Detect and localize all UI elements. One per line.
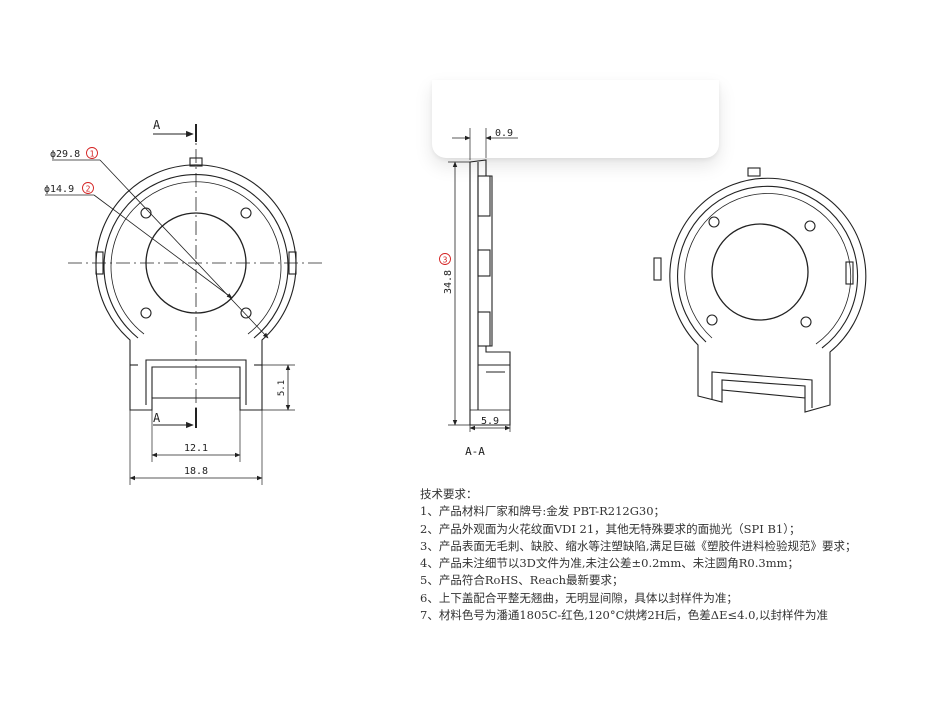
section-mark-top: A xyxy=(153,118,161,132)
section-boss-1 xyxy=(477,175,491,217)
leader-dia-outer-2 xyxy=(99,159,269,339)
dim-overall-width: 18.8 xyxy=(184,466,208,477)
dia-inner-label: ϕ14.9 xyxy=(44,184,74,195)
dia-inner-ref-circle xyxy=(82,182,94,194)
notes-item-7: 7、材料色号为潘通1805C-红色,120°C烘烤2H后，色差ΔE≤4.0,以封… xyxy=(420,608,829,623)
technical-requirements: 技术要求： 1、产品材料厂家和牌号:金发 PBT-R212G30； 2、产品外观… xyxy=(420,486,920,624)
section-view xyxy=(448,128,518,432)
front-center-window xyxy=(145,212,247,314)
dia-inner-ref: 2 xyxy=(86,185,91,194)
iso-hole-3 xyxy=(706,314,718,326)
front-notch-right xyxy=(288,251,297,275)
dim-height-ref: 3 xyxy=(443,256,448,265)
iso-view xyxy=(653,167,867,413)
dim-height-aa: 34.8 xyxy=(443,270,454,294)
notes-item-5: 5、产品符合RoHS、Reach最新要求； xyxy=(420,573,624,588)
iso-notch-left xyxy=(653,257,662,281)
front-tab-inner-2 xyxy=(151,366,241,398)
iso-rim-inner xyxy=(677,185,859,349)
front-hole-3 xyxy=(140,307,152,319)
front-notch-top xyxy=(189,157,203,167)
iso-center-window xyxy=(711,223,809,321)
iso-tab-inner-2 xyxy=(721,379,806,398)
dim-tab-height: 5.1 xyxy=(277,380,287,396)
front-view xyxy=(45,124,325,485)
front-hole-2 xyxy=(240,207,252,219)
iso-hole-1 xyxy=(708,216,720,228)
leader-dia-inner-2 xyxy=(93,194,233,299)
section-view-label: A-A xyxy=(465,445,485,458)
iso-hole-2 xyxy=(804,220,816,232)
front-hole-4 xyxy=(240,307,252,319)
dia-outer-label: ϕ29.8 xyxy=(50,149,80,160)
notes-item-3: 3、产品表面无毛刺、缺胶、缩水等注塑缺陷,满足巨磁《塑胶件进料检验规范》要求； xyxy=(420,538,857,553)
front-notch-left xyxy=(95,251,104,275)
iso-rim-inner-2 xyxy=(684,193,852,345)
iso-hole-4 xyxy=(800,316,812,328)
notes-item-1: 1、产品材料厂家和牌号:金发 PBT-R212G30； xyxy=(420,504,666,519)
section-bottom-hatch xyxy=(469,409,511,426)
iso-outer-outline xyxy=(669,177,867,413)
iso-notch-top xyxy=(747,167,761,177)
notes-title: 技术要求： xyxy=(420,487,478,501)
notes-item-4: 4、产品未注细节以3D文件为准,未注公差±0.2mm、未注圆角R0.3mm； xyxy=(420,556,799,571)
section-boss-3 xyxy=(477,311,491,347)
front-rim-inner-2 xyxy=(110,181,282,335)
notes-item-2: 2、产品外观面为火花纹面VDI 21，其他无特殊要求的面抛光（SPI B1）； xyxy=(420,521,801,536)
dim-tab-width: 12.1 xyxy=(184,443,208,454)
dia-outer-ref-circle xyxy=(86,147,98,159)
section-boss-2 xyxy=(477,249,491,277)
front-tab-inner xyxy=(145,359,247,405)
dim-depth: 5.9 xyxy=(481,416,499,427)
popup-card-shadow xyxy=(432,80,719,158)
dim-height-ref-circle xyxy=(439,253,451,265)
iso-notch-right xyxy=(845,261,854,285)
front-hole-1 xyxy=(140,207,152,219)
section-mark-bottom: A xyxy=(153,411,161,425)
iso-tab-inner xyxy=(711,371,813,408)
dia-outer-ref: 1 xyxy=(90,150,95,159)
front-rim-inner xyxy=(103,174,289,339)
dim-wall: 0.9 xyxy=(495,128,513,139)
notes-item-6: 6、上下盖配合平整无翘曲，无明显间隙，具体以封样件为准； xyxy=(420,590,738,605)
